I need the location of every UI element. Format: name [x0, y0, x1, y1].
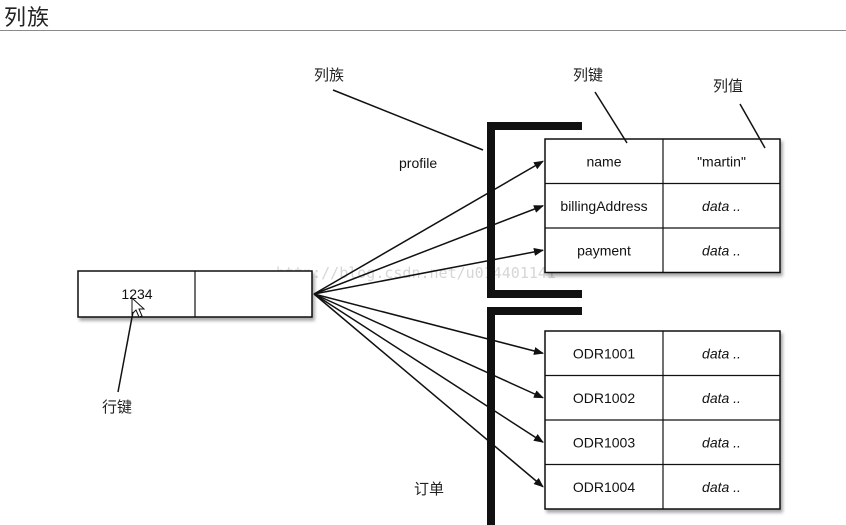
- order-arrow: [313, 293, 544, 355]
- section-title: 列族: [4, 6, 51, 31]
- order-column-value: data ..: [702, 434, 741, 450]
- order-column-key: ODR1001: [573, 345, 635, 361]
- order-arrow: [313, 293, 544, 443]
- label-column-value: 列值: [713, 77, 743, 95]
- label-row-key: 行键: [102, 398, 132, 416]
- column-family-leader: [332, 89, 484, 151]
- order-column-value: data ..: [702, 479, 741, 495]
- order-column-value: data ..: [702, 345, 741, 361]
- column-key-leader: [594, 91, 628, 144]
- column-value-leader: [739, 103, 766, 149]
- row-key-leader: [117, 311, 134, 393]
- row-to-column-arrows: [313, 160, 544, 488]
- label-column-family: 列族: [314, 66, 344, 84]
- order-column-key: ODR1003: [573, 434, 635, 450]
- order-column-value: data ..: [702, 390, 741, 406]
- profile-column-key: payment: [577, 242, 631, 258]
- order-arrow: [313, 293, 544, 488]
- profile-column-key: name: [586, 153, 621, 169]
- label-column-key: 列键: [573, 66, 603, 84]
- profile-arrow: [313, 248, 544, 295]
- order-family-bracket: [487, 307, 582, 525]
- label-family-orders: 订单: [414, 480, 444, 498]
- profile-arrow: [313, 205, 544, 295]
- profile-family-bracket: [487, 122, 582, 298]
- profile-column-value: data ..: [702, 198, 741, 214]
- row-key-value: 1234: [121, 286, 152, 302]
- order-arrow: [313, 293, 544, 399]
- title-divider: [0, 30, 846, 31]
- profile-family-table: name "martin" billingAddress data .. payment…: [544, 138, 781, 274]
- profile-column-value: data ..: [702, 242, 741, 258]
- order-column-key: ODR1004: [573, 479, 635, 495]
- watermark-text: http://blog.csdn.net/u014401141: [276, 264, 556, 282]
- profile-column-key: billingAddress: [560, 198, 647, 214]
- order-family-table: ODR1001 data .. ODR1002 data .. ODR1003 data …: [544, 330, 781, 510]
- order-column-key: ODR1002: [573, 390, 635, 406]
- profile-column-value: "martin": [697, 153, 746, 169]
- profile-arrow: [313, 160, 544, 295]
- label-family-profile: profile: [399, 155, 437, 171]
- row-key-box: 1234: [77, 270, 313, 318]
